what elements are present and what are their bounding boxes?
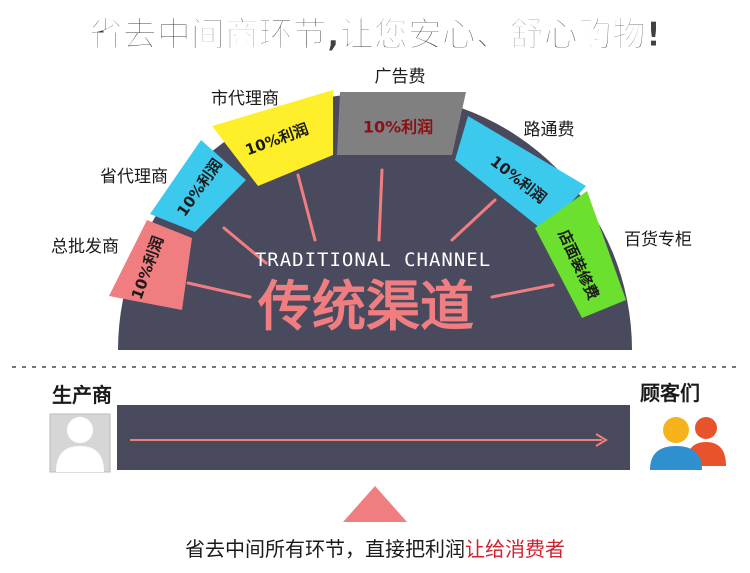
customers-label: 顾客们 bbox=[640, 381, 700, 405]
center-english-label: TRADITIONAL CHANNEL bbox=[255, 249, 491, 271]
segment-department-store: 店面装修费 百货专柜 bbox=[535, 191, 692, 318]
bottom-caption-highlight: 让给消费者 bbox=[465, 537, 565, 561]
spoke bbox=[490, 283, 555, 299]
spoke bbox=[450, 198, 497, 242]
direct-arrow-head bbox=[595, 433, 608, 447]
segment-badge-text: 10%利润 bbox=[363, 118, 433, 137]
segment-badge bbox=[150, 140, 246, 232]
customers-group-icon bbox=[650, 417, 726, 470]
spoke bbox=[186, 281, 252, 299]
segment-role-label: 省代理商 bbox=[100, 167, 168, 187]
segment-role-label: 市代理商 bbox=[211, 89, 279, 109]
segment-role-label: 百货专柜 bbox=[624, 230, 692, 250]
segment-role-label: 总批发商 bbox=[51, 237, 119, 257]
bottom-caption-normal: 省去中间所有环节，直接把利润 bbox=[185, 537, 465, 561]
spoke bbox=[222, 226, 268, 265]
center-chinese-label: 传统渠道 bbox=[257, 275, 474, 338]
producer-person-icon bbox=[49, 413, 111, 473]
segment-badge bbox=[212, 90, 333, 186]
spoke bbox=[296, 173, 317, 242]
bottom-caption: 省去中间所有环节，直接把利润让给消费者 bbox=[185, 537, 565, 561]
spoke bbox=[377, 168, 384, 242]
segment-road-fee: 10%利润 路通费 bbox=[455, 116, 586, 232]
segment-badge bbox=[455, 116, 586, 232]
segment-badge bbox=[535, 191, 626, 318]
segment-role-label: 路通费 bbox=[524, 120, 575, 140]
segment-badge bbox=[337, 92, 466, 155]
headline: 省去中间商环节,让您安心、舒心购物! bbox=[89, 15, 661, 55]
segment-wholesaler: 10%利润 总批发商 bbox=[51, 220, 192, 310]
pointer-triangle bbox=[343, 486, 407, 522]
segment-city-agent: 10%利润 市代理商 bbox=[211, 89, 333, 186]
segment-role-label: 广告费 bbox=[375, 67, 426, 87]
producer-label: 生产商 bbox=[52, 383, 112, 407]
arc-spokes bbox=[186, 168, 555, 299]
segment-badge bbox=[109, 220, 192, 310]
direct-channel-bar bbox=[117, 405, 630, 470]
segment-advertising: 10%利润 广告费 bbox=[337, 67, 466, 155]
